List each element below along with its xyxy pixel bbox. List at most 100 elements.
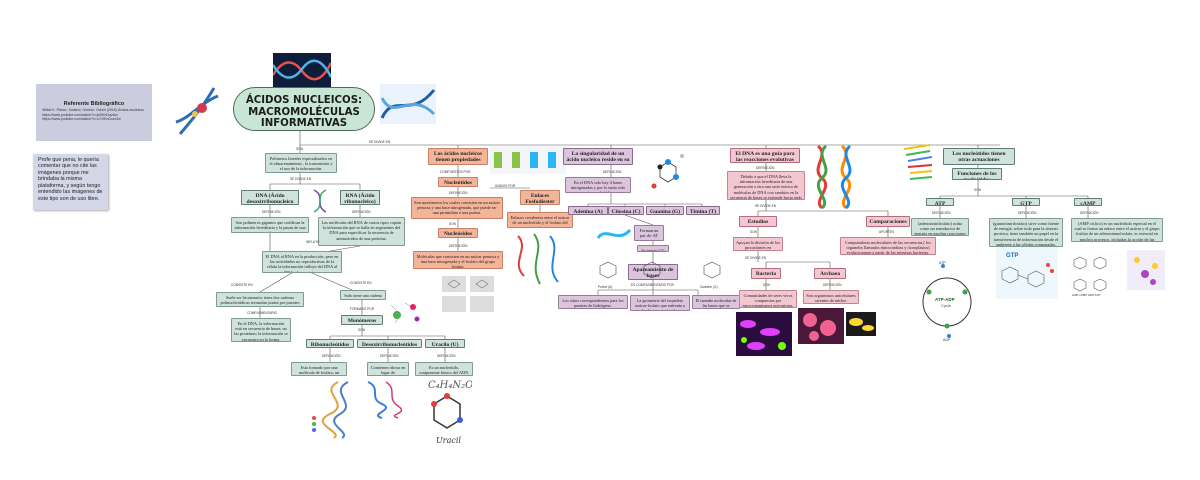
dna-structure-image <box>312 381 349 439</box>
dna-complementary-node[interactable]: En el DNA, la información está en secuen… <box>231 318 291 342</box>
edge-label: SE DIVIDE EN <box>290 177 312 181</box>
comparisons-node[interactable]: Comparaciones <box>866 216 910 227</box>
edge-label: SON <box>974 188 981 192</box>
pairs-at-node[interactable]: Forman un par de: AT <box>634 225 664 241</box>
gtp-definition[interactable]: (guanosintrifosfato) sirve como fuente d… <box>989 218 1063 247</box>
edge-label: DEFINICIÓN <box>932 211 951 215</box>
edge-label: DEFINICIÓN <box>449 191 468 195</box>
dna-helix-image-left <box>172 84 222 138</box>
polymers-node[interactable]: Polímeros lineales especializados en el … <box>265 153 337 173</box>
cycle-label: Cycle <box>941 303 952 308</box>
dna-consists-node[interactable]: Suele ser bicatenario; tiene dos cadenas… <box>216 292 304 307</box>
reference-title: Referente Bibliográfico <box>63 101 125 107</box>
nucleotides-node[interactable]: Nucleótidos <box>438 177 478 187</box>
adenine-node[interactable]: Adenina (A) <box>568 206 608 215</box>
nucleotide-diagram-image <box>390 302 420 324</box>
nucleotide-chain-image <box>490 146 566 174</box>
archaea-microscope-image <box>798 308 844 344</box>
base-structures-image: Purine (A) Guanine (G) <box>598 261 721 289</box>
reference-card: Referente Bibliográfico Wilkie K. Pierce… <box>36 84 152 141</box>
rna-definition[interactable]: Las moléculas del RNA de varios tipos co… <box>318 217 405 246</box>
comparisons-definition[interactable]: Computadoras moleculares de las secuenci… <box>840 237 936 255</box>
molecular-size-node[interactable]: El tamaño molecular de las bases que se … <box>692 295 740 309</box>
camp-definition[interactable]: (AMP cíclico) es un nucleótido especial … <box>1071 218 1163 242</box>
guanine-node[interactable]: Guanina (G) <box>646 206 684 215</box>
edge-label: DEFINICIÓN <box>603 170 622 174</box>
dna-definition[interactable]: Son polímeros gigantes que codifican la … <box>231 217 309 233</box>
dna-helices-image <box>816 144 852 210</box>
base-molecule-image <box>651 154 684 189</box>
page-title: ÁCIDOS NUCLEICOS: MACROMOLÉCULAS INFORMA… <box>233 87 375 131</box>
uracil-definition[interactable]: Es un nucleótido, componente básico del … <box>415 362 473 376</box>
dna-strand-red-image <box>273 53 331 87</box>
sticky-note[interactable]: Profe que pena, le quería comentar que n… <box>33 154 108 210</box>
pairs-cg-node[interactable]: Se juntan CG <box>637 245 669 252</box>
camp-node[interactable]: cAMP <box>1074 198 1102 206</box>
rna-node[interactable]: RNA (Ácido ribonucleico) <box>340 190 380 205</box>
atp-definition[interactable]: (adenosintrifosfato) actúa como un trans… <box>911 218 969 236</box>
edge-label: SON <box>296 147 303 151</box>
gtp-structure-image: GTP <box>996 247 1058 299</box>
dna-node[interactable]: DNA (Ácido desoxirribonucleico <box>241 190 299 205</box>
nucleosides-definition[interactable]: Moléculas que consisten en un azúcar pen… <box>413 251 503 269</box>
edge-label: CONSISTE EN <box>231 283 253 287</box>
edge-label: COMPUESTOS POR <box>440 170 471 174</box>
other-roles-header[interactable]: Los nucleótidos tienen otras actuaciones… <box>943 148 1015 165</box>
atp-adp-label: ATP-ADP <box>935 297 955 302</box>
sugar-phosphate-node[interactable]: La geometría del esqueleto azúcar-fosfat… <box>630 295 690 311</box>
edge-label: FORMADO POR <box>350 307 375 311</box>
nucleosides-node[interactable]: Nucleósidos <box>438 228 478 238</box>
edge-label: SON <box>750 230 757 234</box>
evolution-header[interactable]: El DNA es una guía para las reacciones e… <box>730 148 800 163</box>
uracil-formula: C₄H₄N₂O₂ <box>428 380 472 391</box>
nucleotides-definition[interactable]: Son monómeros los cuales consisten en un… <box>411 197 503 219</box>
studies-node[interactable]: Estudios <box>739 216 777 227</box>
edge-label: DEFINICIÓN <box>449 244 468 248</box>
archaea-yellow-image <box>846 312 876 336</box>
deoxyribonucleotides-node[interactable]: Desoxirribonucleótidos <box>357 339 422 348</box>
base-sequence-header[interactable]: La singularidad de un ácido nucleico res… <box>563 148 633 165</box>
ribonucleotides-definition[interactable]: Esta formado por una molécula de fosfato… <box>291 362 347 376</box>
archaea-node[interactable]: Archaea <box>814 268 846 279</box>
edge-label: DEFINICIÓN <box>380 354 399 358</box>
edge-label: SE DIVIDE EN <box>745 256 767 260</box>
properties-header[interactable]: Los ácidos nucleicos tienen propiedades … <box>428 148 488 165</box>
cytosine-node[interactable]: Citosina (C) <box>608 206 644 215</box>
base-pairing-node[interactable]: Apareamiento de bases <box>628 264 678 280</box>
influence-node[interactable]: El DNA al RNA en la producción, pero en … <box>262 251 342 273</box>
nucleotide-ribbon-image <box>596 228 632 240</box>
deoxyribonucleotides-definition[interactable]: Contienen ribosa en lugar de desoxirribo… <box>367 362 409 376</box>
bacteria-node[interactable]: Bacteria <box>751 268 781 279</box>
camp-molecule-image <box>1127 250 1165 290</box>
edge-label: UNIDOS POR <box>495 184 516 188</box>
bacteria-definition[interactable]: Comunidades de seres vivos compuestas po… <box>739 290 797 308</box>
purine-label: Purine (A) <box>598 285 612 289</box>
archaea-definition[interactable]: Son organismos unicelulares carentes de … <box>803 290 859 304</box>
dna-colorful-image <box>517 233 559 285</box>
edge-label: CONSISTE EN <box>350 281 372 285</box>
rna-consists-node[interactable]: Solo tiene una cadena polinucleotídica <box>340 290 386 300</box>
hydrogen-sites-node[interactable]: Los sitios correspondientes para los pue… <box>558 295 628 309</box>
gtp-node[interactable]: GTP <box>1012 198 1040 206</box>
phosphodiester-node[interactable]: Enlaces Fosfodiester <box>520 190 560 205</box>
camp-structures-image: AMP cAMP ADP ATP <box>1072 256 1107 297</box>
evolution-definition[interactable]: Debido a que el DNA lleva la información… <box>727 171 805 200</box>
edge-label: DEFINICIÓN <box>262 210 281 214</box>
functions-node[interactable]: Funciones de los nucleótidos <box>952 168 1002 180</box>
edge-label: ES COMPLEMENTARIO POR <box>631 283 674 287</box>
studies-definition[interactable]: Apoyan la división de los procariontes e… <box>733 237 783 251</box>
edge-label: DEFINICIÓN <box>1080 211 1099 215</box>
dna-ladder-image <box>903 144 933 180</box>
edge-label: SON <box>358 328 365 332</box>
ribonucleotides-node[interactable]: Ribonucleótidos <box>306 339 354 348</box>
uracil-node[interactable]: Uracilo (U) <box>425 339 465 348</box>
base-sequence-definition[interactable]: En el DNA solo hay 4 bases nitrogenadas … <box>565 177 631 193</box>
edge-label: SE DIVIDE EN <box>755 204 777 208</box>
phosphodiester-definition[interactable]: Enlaces covalentes entre el azúcar de un… <box>507 212 573 228</box>
atp-node[interactable]: ATP <box>926 198 954 206</box>
thymine-node[interactable]: Timina (T) <box>686 206 720 215</box>
edge-label: APORTES <box>879 230 895 234</box>
nucleoside-structures-image <box>442 276 494 312</box>
monomers-node[interactable]: Monómeros <box>341 315 383 325</box>
